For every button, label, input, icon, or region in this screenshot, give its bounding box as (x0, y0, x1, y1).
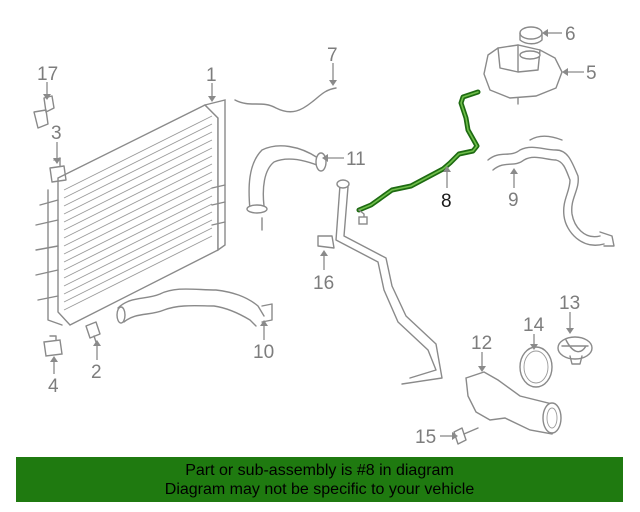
callout-labels: 17 3 1 7 11 8 6 5 9 16 13 14 12 10 2 4 1… (37, 24, 597, 448)
callout-5[interactable]: 5 (586, 63, 597, 84)
callout-3[interactable]: 3 (51, 123, 62, 144)
bracket-part[interactable] (234, 87, 337, 113)
cap-part[interactable] (519, 26, 543, 45)
long-tube[interactable] (317, 179, 443, 385)
callout-7[interactable]: 7 (327, 45, 338, 66)
callout-1[interactable]: 1 (206, 65, 217, 86)
parts-diagram: 17 3 1 7 11 8 6 5 9 16 13 14 12 10 2 4 1… (33, 24, 615, 448)
coolant-hose-highlighted[interactable] (356, 89, 481, 225)
leader-lines (43, 29, 584, 440)
expansion-tank[interactable] (483, 44, 563, 105)
callout-9[interactable]: 9 (508, 190, 519, 211)
callout-8[interactable]: 8 (441, 191, 452, 212)
banner-line-2: Diagram may not be specific to your vehi… (164, 481, 475, 498)
callout-11[interactable]: 11 (346, 149, 366, 170)
right-hose[interactable] (487, 135, 615, 247)
callout-4[interactable]: 4 (48, 376, 59, 397)
gasket-ring[interactable] (519, 346, 553, 388)
mount-part[interactable] (43, 335, 63, 357)
callout-14[interactable]: 14 (523, 315, 545, 336)
radiator[interactable] (35, 99, 226, 326)
callout-2[interactable]: 2 (91, 362, 102, 383)
bolt-part-15[interactable] (453, 427, 479, 445)
thermostat[interactable] (557, 336, 593, 365)
callout-13[interactable]: 13 (559, 293, 580, 314)
upper-hose[interactable] (246, 145, 327, 231)
banner-line-1: Part or sub-assembly is #8 in diagram (185, 462, 454, 479)
part-info-banner: Part or sub-assembly is #8 in diagram Di… (16, 457, 623, 502)
callout-10[interactable]: 10 (253, 342, 274, 363)
callout-17[interactable]: 17 (37, 64, 58, 85)
thermostat-housing[interactable] (465, 371, 562, 435)
sensor-part[interactable] (33, 95, 55, 129)
bolt-part[interactable] (85, 321, 101, 343)
callout-6[interactable]: 6 (565, 24, 576, 45)
lower-hose[interactable] (116, 288, 273, 327)
callout-12[interactable]: 12 (471, 333, 492, 354)
callout-15[interactable]: 15 (415, 427, 436, 448)
callout-16[interactable]: 16 (313, 273, 334, 294)
